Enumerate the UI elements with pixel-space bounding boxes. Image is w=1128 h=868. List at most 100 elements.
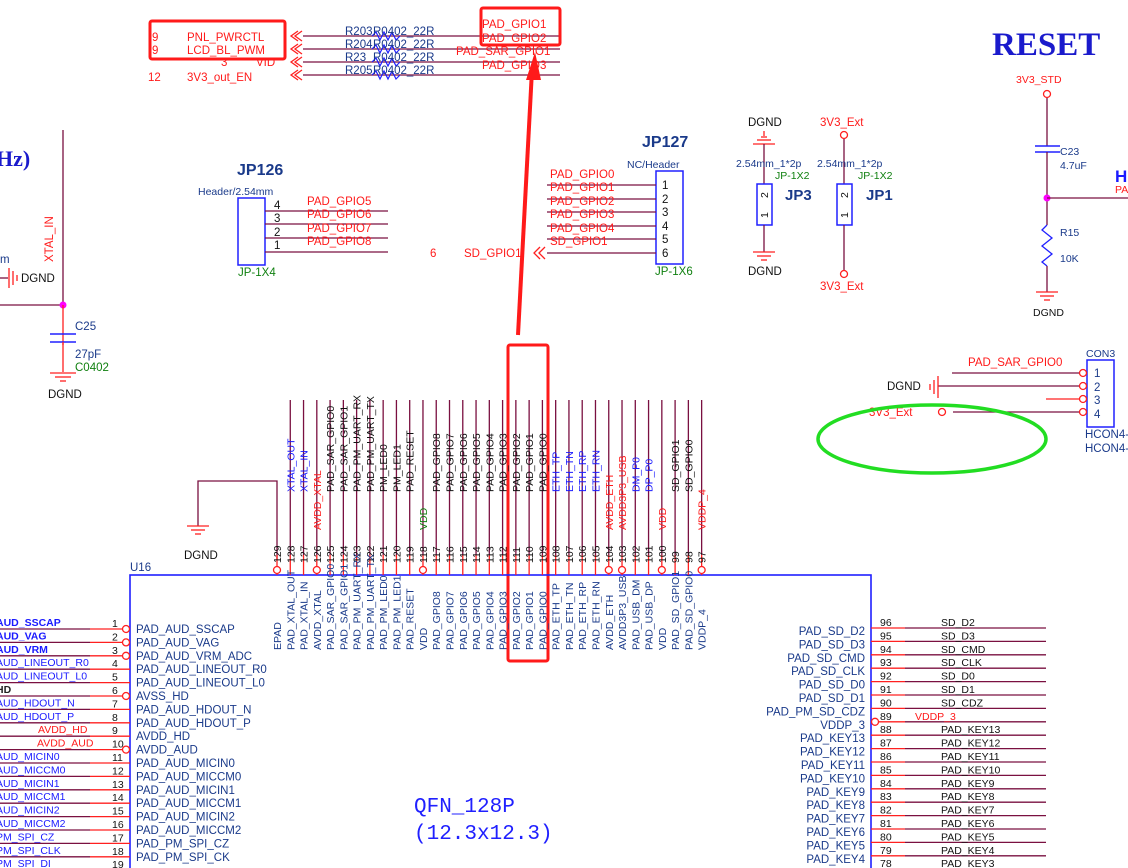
pin-number: 116 [445, 546, 457, 563]
pin-number: 83 [880, 791, 892, 803]
power-port-icon [1042, 89, 1052, 99]
pin-number: 1 [839, 212, 851, 218]
net-label: PAD_KEY7 [941, 805, 995, 817]
pin-name: PAD_AUD_MICCM0 [136, 771, 241, 783]
net-label: PAD_GPIO2 [482, 33, 546, 45]
net-label: PAD_PM_UART_RX [352, 395, 364, 492]
net-label: AUD_LINEOUT_R0 [0, 657, 89, 669]
net-num: 9 [152, 32, 158, 44]
pin-number: 99 [670, 551, 682, 563]
gnd-label: DGND [48, 389, 82, 401]
pin-number: 98 [683, 551, 695, 563]
net-label: PAD_GPIO2 [511, 433, 523, 492]
resistor-icon [1040, 224, 1054, 267]
component-footprint: JP-1X2 [858, 170, 893, 182]
resistor-icon [371, 56, 401, 68]
header-body [655, 170, 684, 265]
net-label: PAD_KEY12 [941, 738, 1000, 750]
pin-name: PAD_AUD_MICIN0 [136, 758, 235, 770]
pin-name: PAD_KEY11 [801, 760, 865, 772]
resistor-ref: R203 [345, 26, 373, 38]
pin-name: PAD_GPIO3 [498, 591, 510, 650]
pin-number: 6 [112, 685, 118, 697]
component-ref: JP127 [642, 134, 688, 151]
cap-ref: C25 [75, 321, 96, 333]
pin-number: 19 [112, 859, 124, 868]
net-label: SD_D0 [941, 671, 975, 683]
pin-number: 129 [272, 545, 284, 563]
pin-number: 11 [112, 752, 123, 764]
pin-number: 16 [112, 819, 124, 831]
net-label: ETH_TN [564, 451, 576, 492]
offsheet-arrow-icon [289, 43, 303, 55]
pin-name: PAD_AUD_HDOUT_P [136, 718, 251, 730]
section-title-fragment: Hz) [0, 146, 30, 171]
pin-number: 119 [405, 546, 417, 563]
pin-name: PAD_AUD_LINEOUT_R0 [136, 664, 267, 676]
resistor-ref: R204 [345, 39, 373, 51]
net-label: SD_GPIO1 [670, 439, 682, 492]
gnd-label: DGND [748, 117, 782, 129]
net-label: PAD_KEY10 [941, 764, 1000, 776]
pin-name: PAD_AUD_LINEOUT_L0 [136, 678, 265, 690]
net-label: PAD_SAR_GPIO1 [338, 406, 350, 492]
pin-name: EPAD [272, 622, 284, 650]
component-desc: Header/2.54mm [198, 186, 274, 198]
pin-name: PAD_ETH_RP [577, 582, 589, 650]
pin-name: VDD [657, 627, 669, 650]
net-label: PAD_RESET [405, 430, 417, 492]
highlight-box-top-gpio [479, 6, 562, 47]
net-fragment: PA [1115, 184, 1128, 196]
pin-number: 8 [112, 712, 118, 724]
net-label: SD_GPIO0 [683, 439, 695, 492]
pin-name: AVDD_ETH [604, 595, 616, 650]
net-label: PAD_GPIO3 [498, 433, 510, 492]
pin-number: 117 [431, 546, 443, 563]
pin-name: PAD_GPIO5 [471, 591, 483, 650]
offsheet-arrow-icon [289, 30, 303, 42]
pin-name: PAD_KEY12 [800, 747, 865, 759]
net-label: LCD_BL_PWM [187, 45, 265, 57]
net-label: PAD_GPIO5 [471, 433, 483, 492]
highlight-arrow-shaft [516, 69, 534, 336]
power-label: 3V3_STD [1016, 74, 1062, 86]
resistor-value: R0402_22R [373, 26, 434, 38]
package-label: (12.3x12.3) [414, 823, 553, 846]
pin-name: PAD_SD_CMD [787, 653, 865, 665]
pin-name: PAD_PM_LED1 [391, 575, 403, 650]
net-label: PAD_GPIO1 [550, 182, 614, 194]
net-label: PM_SPI_DI [0, 858, 51, 868]
pin-name: PAD_GPIO8 [431, 591, 443, 650]
resistor-value: R0402_22R [373, 65, 434, 77]
net-label: AUD_MICIN1 [0, 778, 60, 790]
top-pin-group: 129EPAD128PAD_XTAL_OUTXTAL_OUT127PAD_XTA… [272, 395, 709, 650]
net-label: PAD_GPIO0 [537, 433, 549, 492]
pin-number: 78 [880, 858, 892, 868]
pin-name: PAD_PM_SD_CDZ [766, 706, 865, 718]
pin-name: PAD_GPIO0 [537, 591, 549, 650]
net-label: SD_GPIO1 [550, 236, 608, 248]
net-label: AUD_MICCM1 [0, 791, 66, 803]
pin-number: 80 [880, 831, 892, 843]
pin-port-icon [1078, 381, 1088, 391]
pin-port-icon [697, 565, 706, 575]
pin-number: 15 [112, 806, 124, 818]
cap-value: 27pF [75, 349, 101, 361]
pin-number: 126 [312, 545, 324, 563]
pin-name: PAD_KEY4 [806, 854, 865, 866]
pin-name: PAD_GPIO1 [524, 591, 536, 650]
net-label: PAD_GPIO4 [550, 223, 615, 235]
pin-number: 112 [498, 546, 510, 563]
net-label: AVDD_ETH [604, 475, 616, 530]
